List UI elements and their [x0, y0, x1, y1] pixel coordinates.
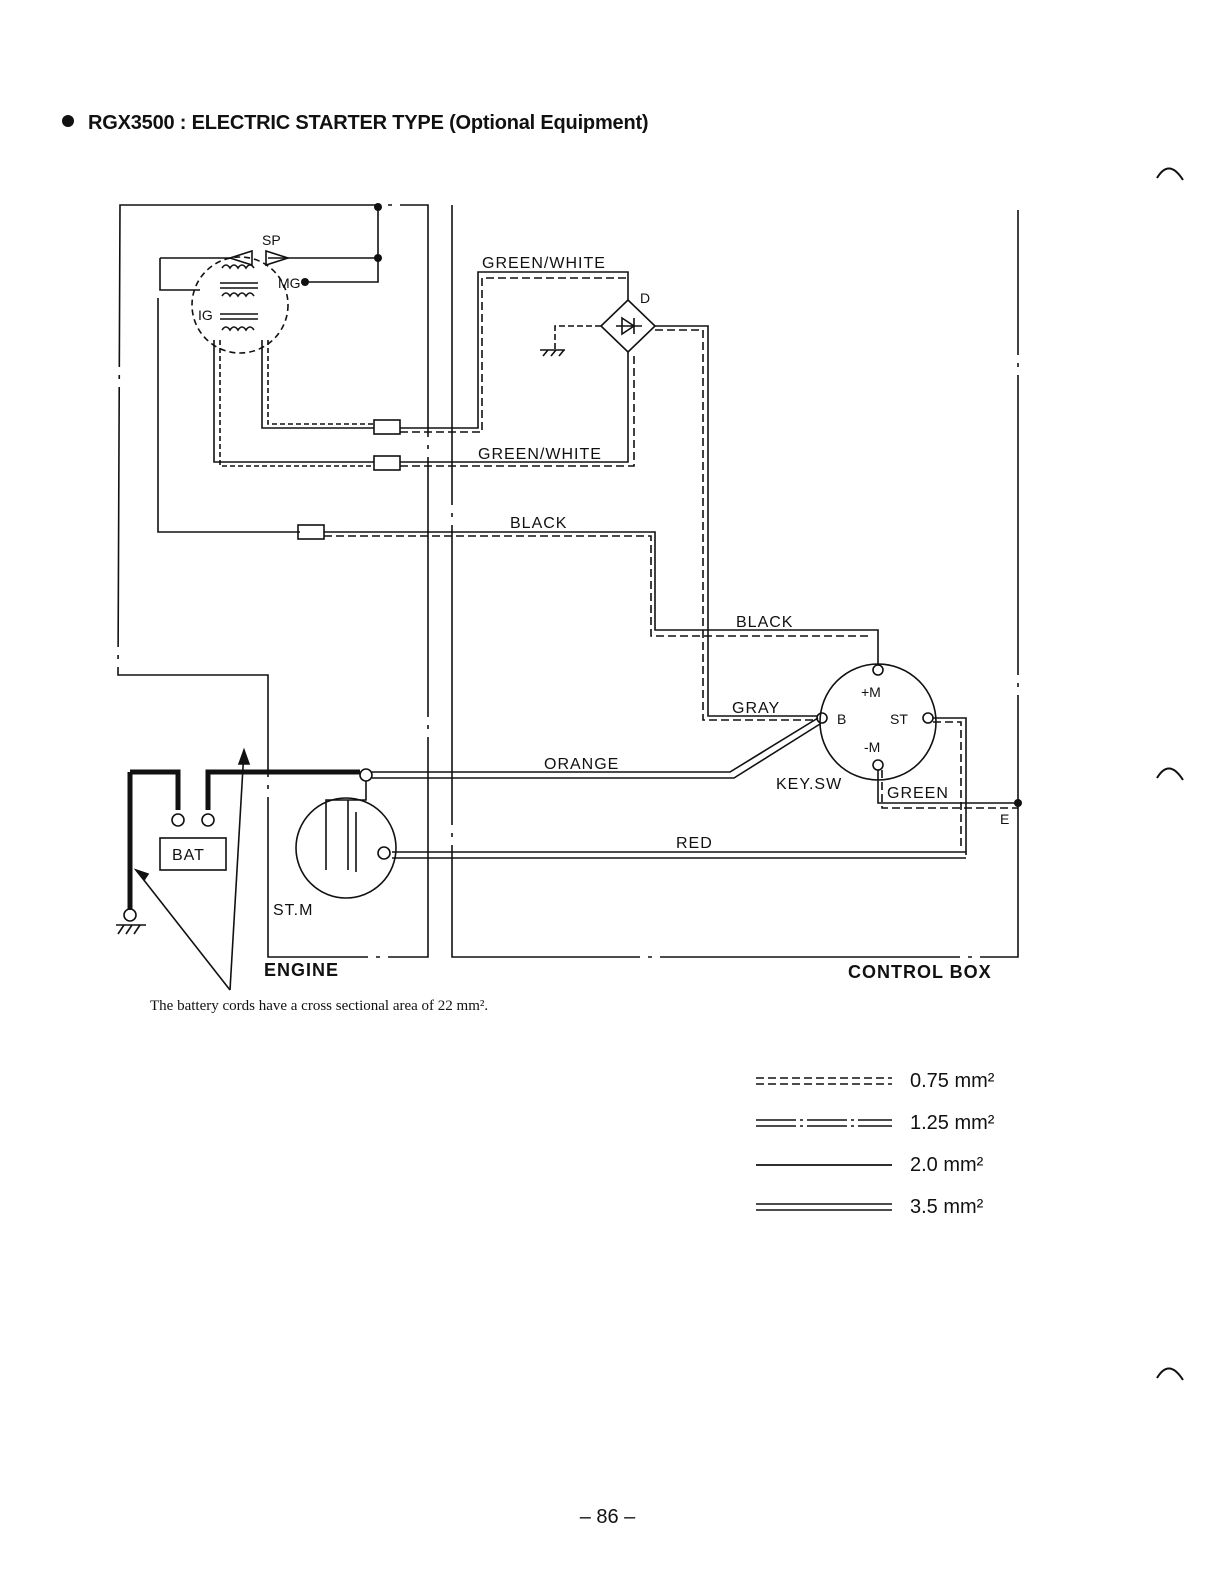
label-d: D [640, 290, 650, 306]
label-green: GREEN [887, 785, 949, 802]
label-gray: GRAY [732, 700, 780, 717]
label-black-1: BLACK [510, 515, 567, 532]
label-green-white-2: GREEN/WHITE [478, 446, 602, 463]
label-control-box: CONTROL BOX [848, 962, 992, 982]
legend-dashed-double-line [756, 1074, 892, 1088]
label-ig: IG [198, 307, 213, 323]
legend-text: 2.0 mm² [910, 1154, 983, 1177]
legend-item: 0.75 mm² [756, 1060, 1056, 1102]
battery-note: The battery cords have a cross sectional… [150, 998, 488, 1015]
label-orange: ORANGE [544, 756, 619, 773]
wire-legend: 0.75 mm² 1.25 mm² 2.0 mm² 3.5 mm² [756, 1060, 1056, 1228]
legend-text: 1.25 mm² [910, 1112, 994, 1135]
legend-single-line [756, 1158, 892, 1172]
label-sp: SP [262, 232, 281, 248]
label-red: RED [676, 835, 713, 852]
page-number: – 86 – [0, 1506, 1215, 1529]
label-engine: ENGINE [264, 960, 339, 980]
label-st-m: ST.M [273, 902, 313, 919]
control-box-frame [452, 205, 1018, 957]
legend-item: 1.25 mm² [756, 1102, 1056, 1144]
legend-text: 3.5 mm² [910, 1196, 983, 1219]
binder-hole-icon [1155, 760, 1185, 790]
label-black-2: BLACK [736, 614, 793, 631]
legend-double-line [756, 1200, 892, 1214]
label-bat: BAT [172, 847, 205, 864]
binder-hole-icon [1155, 1360, 1185, 1390]
label-st: ST [890, 711, 908, 727]
legend-item: 2.0 mm² [756, 1144, 1056, 1186]
label-mg: MG [278, 275, 301, 291]
label-plus-m: +M [861, 684, 881, 700]
magneto [192, 257, 288, 353]
legend-dash-dot-double-line [756, 1116, 892, 1130]
engine-frame [118, 205, 428, 957]
legend-item: 3.5 mm² [756, 1186, 1056, 1228]
legend-text: 0.75 mm² [910, 1070, 994, 1093]
label-e: E [1000, 811, 1009, 827]
label-green-white-1: GREEN/WHITE [482, 255, 606, 272]
label-key-sw: KEY.SW [776, 776, 842, 793]
label-minus-m: -M [864, 739, 880, 755]
binder-hole-icon [1155, 160, 1185, 190]
label-b: B [837, 711, 846, 727]
